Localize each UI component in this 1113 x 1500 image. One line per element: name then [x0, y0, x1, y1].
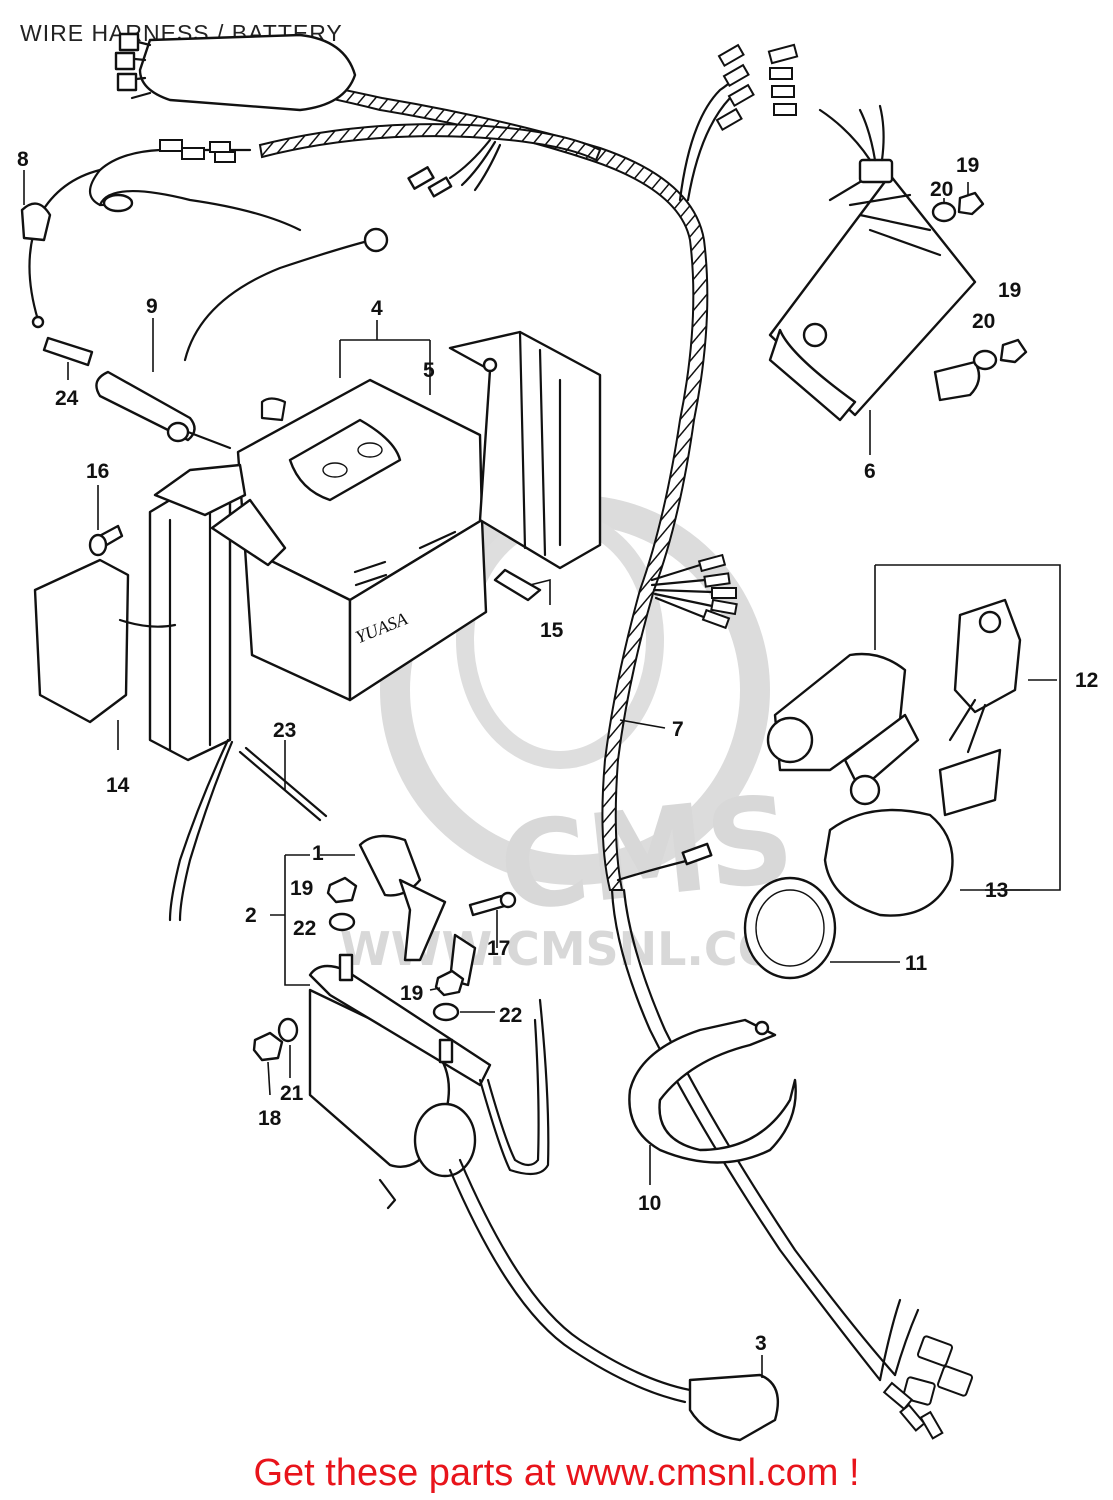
- ignition-switch-assy: [766, 598, 1022, 917]
- rectifier: [767, 43, 1028, 422]
- callout-24: 24: [55, 387, 79, 410]
- callout-2: 2: [245, 904, 257, 927]
- callout-11: 11: [905, 952, 928, 975]
- callout-6: 6: [864, 460, 876, 483]
- callout-21: 21: [280, 1082, 304, 1105]
- callout-13: 13: [985, 879, 1008, 902]
- callout-4: 4: [371, 297, 383, 320]
- callout-23: 23: [273, 719, 296, 742]
- washer-21: [277, 1017, 299, 1043]
- callout-10: 10: [638, 1192, 661, 1215]
- battery: YUASA: [236, 378, 488, 702]
- leader-lines: [23, 170, 1061, 1378]
- callout-17: 17: [487, 937, 510, 960]
- horn: [743, 876, 837, 980]
- callout-20-upper: 20: [930, 178, 953, 201]
- bottom-connector-bundle: [878, 1298, 974, 1440]
- callout-3: 3: [755, 1332, 767, 1355]
- callout-19-condenser: 19: [290, 877, 313, 900]
- resistor-9: [95, 370, 232, 450]
- callout-18: 18: [258, 1107, 282, 1130]
- callout-20-right: 20: [972, 310, 995, 333]
- spark-plug-cap: [688, 1373, 780, 1442]
- callout-9: 9: [146, 295, 158, 318]
- nut-18: [252, 1031, 284, 1062]
- fuse-holder: [20, 202, 94, 367]
- callout-numbers: 1 2 3 4 5 6 7 8 9 10 11 12 13 14 15 16 1…: [17, 148, 1098, 1355]
- callout-1: 1: [312, 842, 324, 865]
- callout-22-condenser: 22: [293, 917, 316, 940]
- battery-bracket: [448, 330, 602, 602]
- callout-7: 7: [672, 718, 684, 741]
- callout-14: 14: [106, 774, 130, 797]
- condenser: [358, 834, 477, 987]
- callout-22-coil: 22: [499, 1004, 522, 1027]
- callout-19-coil: 19: [400, 982, 423, 1005]
- callout-5: 5: [423, 359, 435, 382]
- main-wire-harness: [38, 32, 897, 1382]
- wire-clamp: [628, 1018, 797, 1164]
- callout-19-right: 19: [998, 279, 1021, 302]
- callout-12: 12: [1075, 669, 1098, 692]
- callout-8: 8: [17, 148, 29, 171]
- callout-16: 16: [86, 460, 109, 483]
- callout-19-upper: 19: [956, 154, 979, 177]
- band-23: [238, 746, 328, 822]
- bolt-16: [88, 524, 124, 557]
- nut-19-lower: [326, 876, 465, 997]
- bolt-17: [468, 891, 517, 917]
- washer-22-lower: [328, 912, 460, 1022]
- ignition-coil: [308, 953, 692, 1404]
- callout-15: 15: [540, 619, 564, 642]
- footer-cta: Get these parts at www.cmsnl.com !: [253, 1452, 860, 1494]
- battery-tray: [33, 463, 287, 922]
